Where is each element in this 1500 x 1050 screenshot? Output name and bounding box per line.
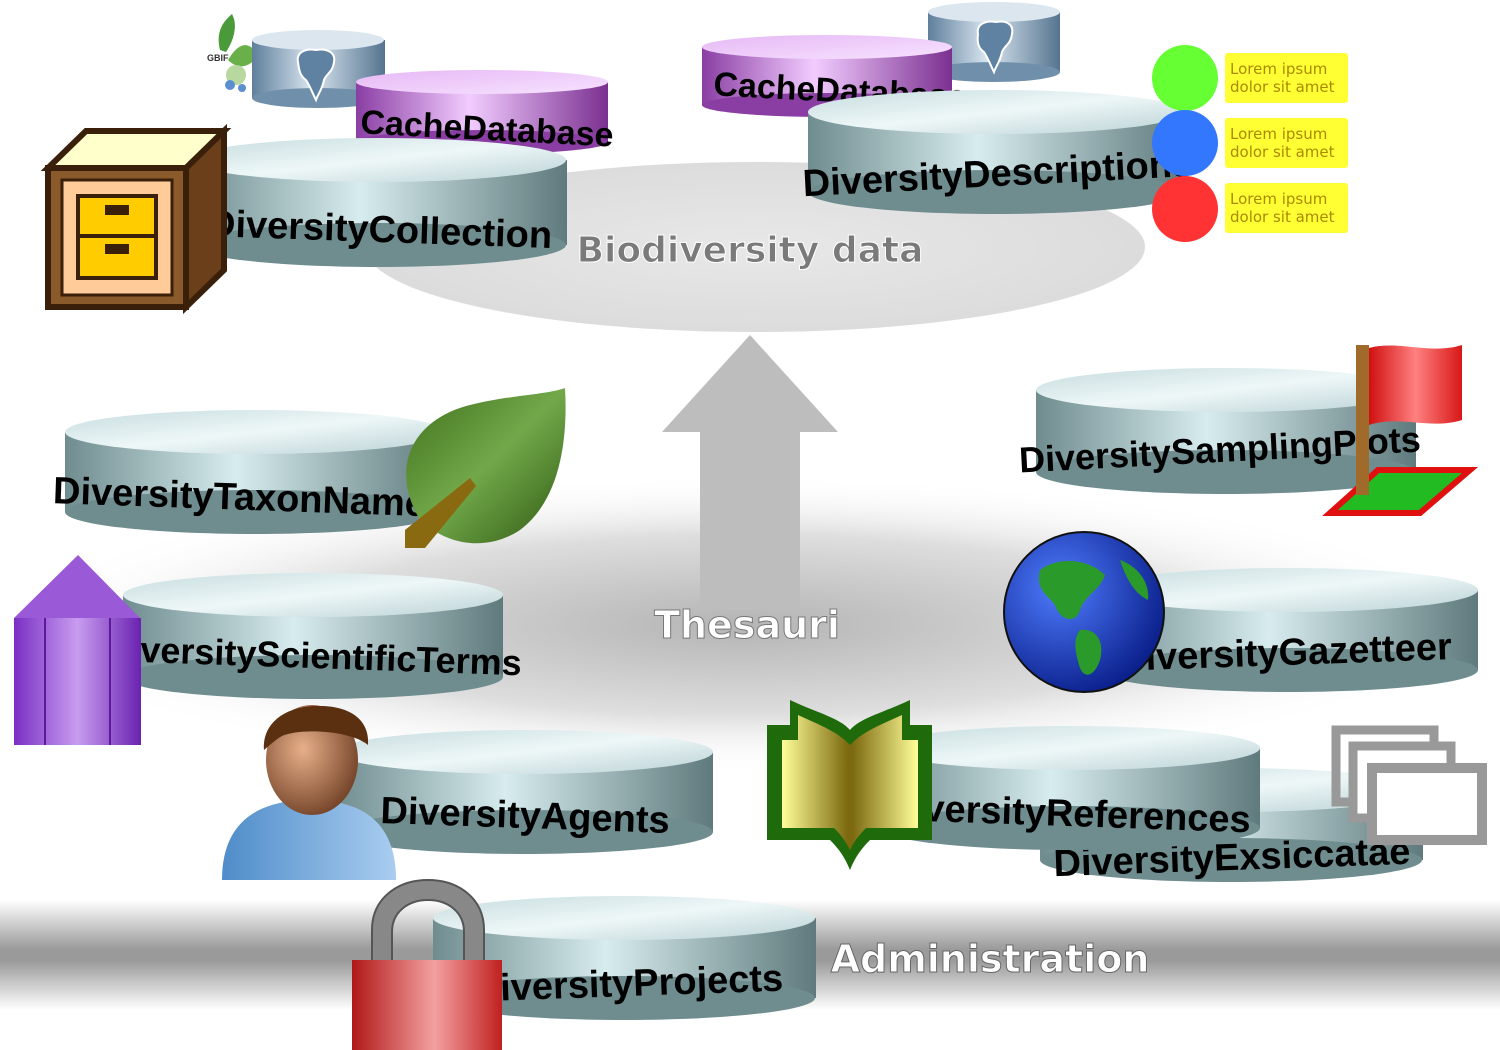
legend-item: Lorem ipsum dolor sit amet: [1152, 110, 1348, 176]
flag-icon: [1322, 345, 1479, 516]
legend-dot-blue: [1152, 110, 1218, 176]
disk-projects: DiversityProjects: [433, 896, 816, 1020]
legend-text: dolor sit amet: [1230, 78, 1335, 96]
disk-gazetteer: DiversityGazetteer: [1098, 568, 1478, 692]
postgres-elephant-icon: [976, 20, 1014, 75]
lock-icon: [352, 878, 502, 1050]
postgres-cylinder-right: [928, 2, 1060, 82]
disk-taxon-names: DiversityTaxonNames: [52, 410, 448, 534]
legend-dot-green: [1152, 45, 1218, 111]
legend-dot-red: [1152, 176, 1218, 242]
leaf-icon: [405, 388, 566, 548]
postgres-elephant-icon: [296, 48, 336, 103]
disk-agents: DiversityAgents: [335, 730, 713, 854]
disk-collection: DiversityCollection: [190, 138, 567, 267]
gbif-logo: GBIF: [207, 14, 258, 92]
person-icon: [222, 705, 396, 880]
gbif-label: GBIF: [207, 53, 229, 63]
up-arrow-icon: [662, 335, 838, 610]
cabinet-icon: [40, 123, 232, 315]
legend-item: Lorem ipsum dolor sit amet: [1152, 45, 1348, 111]
legend-item: Lorem ipsum dolor sit amet: [1152, 176, 1348, 242]
section-biodiversity: Biodiversity data: [577, 230, 924, 271]
disk-references: DiversityReferences: [880, 726, 1260, 850]
section-administration: Administration: [831, 937, 1150, 981]
book-icon: [767, 700, 932, 870]
windows-icon: [1331, 725, 1487, 845]
section-thesauri: Thesauri: [654, 603, 840, 647]
disk-sampling-plots: DiversitySamplingPlots: [1018, 368, 1422, 494]
legend: Lorem ipsum dolor sit amet Lorem ipsum d…: [1152, 45, 1348, 242]
crystal-icon: [14, 555, 141, 745]
legend-text: dolor sit amet: [1230, 143, 1335, 161]
globe-icon: [1003, 531, 1165, 693]
legend-text: dolor sit amet: [1230, 208, 1335, 226]
legend-text: Lorem ipsum: [1230, 60, 1327, 78]
disk-descriptions: DiversityDescriptions: [802, 90, 1194, 214]
agents-label: DiversityAgents: [380, 790, 671, 842]
legend-text: Lorem ipsum: [1230, 125, 1327, 143]
disk-scientific-terms: DiversityScientificTerms: [104, 573, 522, 699]
legend-text: Lorem ipsum: [1230, 190, 1327, 208]
